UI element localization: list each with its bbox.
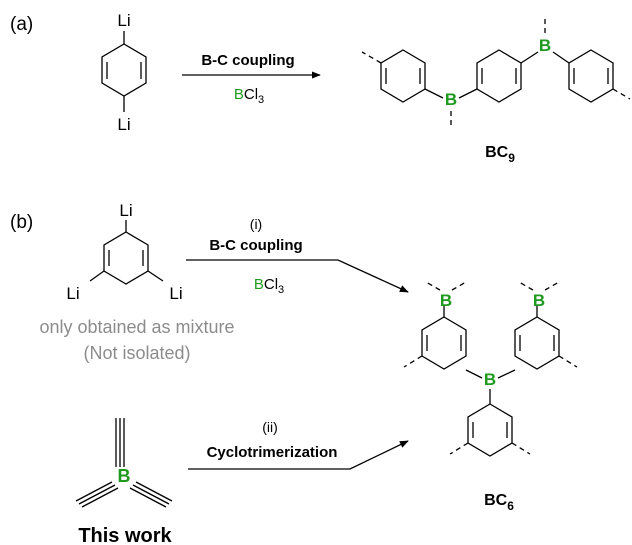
route-i-label: B-C coupling xyxy=(209,237,302,254)
reaction-arrow-ii: (ii) Cyclotrimerization xyxy=(188,419,409,470)
reactant-triethynylborane: B xyxy=(75,418,173,508)
product-bc6-structure: B B B xyxy=(403,281,578,457)
trilithio-li-top: Li xyxy=(119,201,132,220)
product-bc9-structure: B B xyxy=(361,18,631,126)
bc6-boron-right: B xyxy=(533,291,545,310)
route-ii-step: (ii) xyxy=(262,419,278,435)
reactant-dilithiobenzene: Li Li xyxy=(101,11,147,134)
product-bc6-name: BC6 xyxy=(484,492,514,513)
panel-a-label: (a) xyxy=(10,14,33,35)
arrow-a-label: B-C coupling xyxy=(201,52,294,69)
reactant-trilithiobenzene: Li Li Li xyxy=(66,201,182,303)
trilithio-li-left: Li xyxy=(66,284,79,303)
not-isolated-note: (Not isolated) xyxy=(83,343,190,363)
bc9-boron-2: B xyxy=(539,36,551,55)
bc6-boron-center: B xyxy=(484,370,496,389)
reactant-li-top: Li xyxy=(117,11,130,30)
route-i-reagent: BCl3 xyxy=(254,276,284,296)
bc9-boron-1: B xyxy=(445,90,457,109)
triethynyl-boron: B xyxy=(118,466,131,486)
route-i-step: (i) xyxy=(250,216,262,232)
this-work-caption: This work xyxy=(78,525,172,545)
bc6-boron-left: B xyxy=(440,291,452,310)
route-ii-label: Cyclotrimerization xyxy=(207,444,338,461)
trilithio-li-right: Li xyxy=(169,284,182,303)
product-bc9-name: BC9 xyxy=(485,144,515,165)
arrow-a-reagent: BCl3 xyxy=(234,86,264,106)
reaction-arrow-i: (i) B-C coupling BCl3 xyxy=(186,216,409,296)
panel-b-label: (b) xyxy=(10,212,33,233)
reactant-li-bottom: Li xyxy=(117,115,130,134)
mixture-note: only obtained as mixture xyxy=(39,317,234,337)
reaction-arrow-a: B-C coupling BCl3 xyxy=(182,52,321,106)
